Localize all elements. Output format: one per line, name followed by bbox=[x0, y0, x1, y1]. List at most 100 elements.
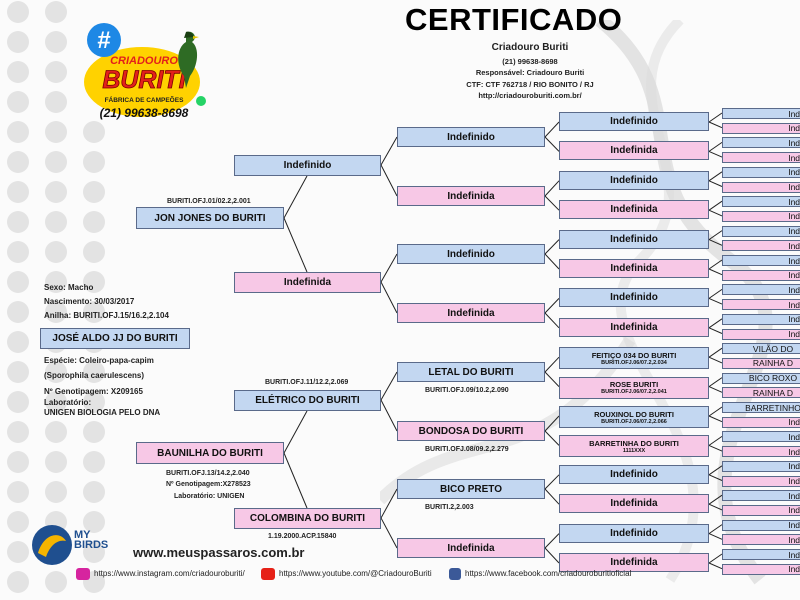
gen4-name-13: Indefinida bbox=[610, 498, 658, 510]
gen5-box-20: BARRETINHO bbox=[722, 402, 800, 413]
connector-gen2-3-down bbox=[380, 517, 398, 549]
gen4-name-10: ROUXINOL DO BURITI bbox=[594, 409, 674, 419]
gen3-name-6: BICO PRETO bbox=[439, 483, 503, 495]
connector-gen4-13-down bbox=[708, 503, 723, 511]
bird-sex: Sexo: Macho bbox=[44, 283, 94, 292]
background-dots bbox=[7, 1, 105, 593]
bird-scientific: (Sporophila caerulescens) bbox=[44, 371, 145, 380]
gen5-box-21: Indefi bbox=[722, 416, 800, 428]
background-dot bbox=[45, 91, 67, 113]
background-dot bbox=[45, 31, 67, 53]
facebook-link[interactable]: https://www.facebook.com/criadouroburiti… bbox=[449, 568, 631, 580]
gen5-box-5: Indefi bbox=[722, 181, 800, 193]
background-dot bbox=[7, 361, 29, 383]
logo-tagline: FÁBRICA DE CAMPEÕES bbox=[105, 95, 185, 104]
logo-phone: (21) 99638-8698 bbox=[100, 106, 189, 120]
instagram-link[interactable]: https://www.instagram.com/criadouroburit… bbox=[76, 568, 245, 580]
connector-gen4-15-down bbox=[708, 562, 723, 570]
background-dot bbox=[83, 241, 105, 263]
meuspassaros-site[interactable]: www.meuspassaros.com.br bbox=[133, 545, 305, 560]
gen3-name-2: Indefinido bbox=[447, 248, 495, 260]
gen3-name-1: Indefinida bbox=[447, 190, 495, 202]
gen5-box-0: Indefi bbox=[722, 108, 800, 119]
gen4-name-11: BARRETINHA DO BURITI bbox=[589, 438, 679, 448]
background-dot bbox=[7, 481, 29, 503]
connector-gen4-14-down bbox=[708, 533, 723, 540]
bird-name-box: JOSÉ ALDO JJ DO BURITI bbox=[40, 328, 190, 349]
connector-gen4-14-up bbox=[708, 524, 723, 535]
youtube-url: https://www.youtube.com/@CriadouroBuriti bbox=[279, 569, 432, 579]
gen5-box-13: Indefi bbox=[722, 299, 800, 311]
background-dot bbox=[45, 151, 67, 173]
gen5-box-16: VILÃO DO bbox=[722, 343, 800, 355]
gen4-ring-11: 1111XXX bbox=[622, 447, 646, 454]
bird-species: Espécie: Coleiro-papa-capim bbox=[44, 356, 154, 365]
breeder-phone: (21) 99638-8698 bbox=[502, 57, 558, 66]
connector-gen4-5-down bbox=[708, 268, 723, 276]
connector-gen3-5-down bbox=[544, 430, 560, 446]
connector-gen4-9-down bbox=[708, 386, 723, 393]
instagram-url: https://www.instagram.com/criadouroburit… bbox=[94, 569, 245, 579]
background-dot bbox=[45, 61, 67, 83]
paternal-grandmother-name: Indefinida bbox=[283, 277, 332, 288]
bird-lab: UNIGEN BIOLOGIA PELO DNA bbox=[44, 408, 161, 417]
gen4-name-8: FEITIÇO 034 DO BURITI bbox=[591, 350, 677, 360]
gen5-box-11: Indefi bbox=[722, 269, 800, 281]
background-dot bbox=[83, 121, 105, 143]
background-dot bbox=[83, 391, 105, 413]
connector-gen3-3-up bbox=[544, 298, 560, 314]
gen5-box-19: RAINHA D bbox=[722, 387, 800, 399]
background-dot bbox=[7, 1, 29, 23]
breeder-responsible: Responsável: Criadouro Buriti bbox=[475, 68, 585, 77]
background-dot bbox=[7, 331, 29, 353]
gen5-box-24: Indefi bbox=[722, 460, 800, 472]
gen4-name-2: Indefinido bbox=[610, 174, 658, 186]
paternal-grandmother-box: Indefinida bbox=[234, 272, 381, 293]
connector-gen4-8-up bbox=[708, 347, 723, 358]
paternal-grandfather-box: Indefinido bbox=[234, 155, 381, 176]
connector-gen4-12-down bbox=[708, 474, 723, 481]
gen4-ring-9: BURITI.OFJ.06/07.2,2.041 bbox=[601, 389, 667, 396]
gen4-name-6: Indefinido bbox=[610, 292, 658, 304]
connector-gen4-10-up bbox=[708, 406, 723, 417]
gen5-name-5: Indefi bbox=[788, 182, 800, 192]
connector-gen4-3-up bbox=[708, 200, 723, 211]
gen5-name-26: Indefi bbox=[788, 490, 800, 501]
gen5-box-6: Indefi bbox=[722, 196, 800, 208]
father-ring: BURITI.OFJ.01/02.2,2.001 bbox=[167, 198, 251, 205]
gen4-box-7: Indefinida bbox=[559, 317, 709, 337]
gen4-name-1: Indefinida bbox=[610, 145, 658, 157]
background-dot bbox=[45, 1, 67, 23]
gen5-name-29: Indefi bbox=[788, 534, 800, 545]
gen5-box-18: BICO ROXO bbox=[722, 372, 800, 384]
connector-gen3-1-down bbox=[544, 195, 560, 211]
background-dot bbox=[7, 391, 29, 413]
gen5-name-7: Indefi bbox=[788, 211, 800, 222]
logo-top-text: CRIADOURO bbox=[110, 55, 178, 67]
gen5-box-26: Indefi bbox=[722, 490, 800, 502]
breeder-name: Criadouro Buriti bbox=[491, 42, 569, 53]
connector-gen4-12-up bbox=[708, 465, 723, 476]
connector-gen4-5-up bbox=[708, 259, 723, 270]
mother-genotyping: Nº Genotipagem:X278523 bbox=[166, 481, 251, 488]
gen5-box-28: Indefi bbox=[722, 519, 800, 531]
connector-gen4-10-down bbox=[708, 415, 723, 423]
connector-gen3-4-up bbox=[544, 356, 560, 373]
connector-gen4-11-down bbox=[708, 444, 723, 452]
connector-gen3-2-up bbox=[544, 239, 560, 255]
gen3-box-1: Indefinida bbox=[397, 186, 545, 206]
gen4-name-4: Indefinido bbox=[610, 233, 658, 245]
gen3-box-4: LETAL DO BURITI bbox=[397, 362, 545, 382]
youtube-link[interactable]: https://www.youtube.com/@CriadouroBuriti bbox=[261, 568, 432, 580]
gen5-name-27: Indefi bbox=[788, 505, 800, 516]
background-dot bbox=[7, 271, 29, 293]
facebook-icon bbox=[449, 568, 461, 580]
gen5-name-31: Indefi bbox=[788, 564, 800, 575]
breeder-website[interactable]: http://criadouroburiti.com.br/ bbox=[478, 91, 582, 100]
connector-gen3-6-up bbox=[544, 474, 560, 490]
connector-gen4-1-down bbox=[708, 150, 723, 158]
connector-gen3-3-down bbox=[544, 312, 560, 329]
gen5-box-25: Indefi bbox=[722, 475, 800, 487]
